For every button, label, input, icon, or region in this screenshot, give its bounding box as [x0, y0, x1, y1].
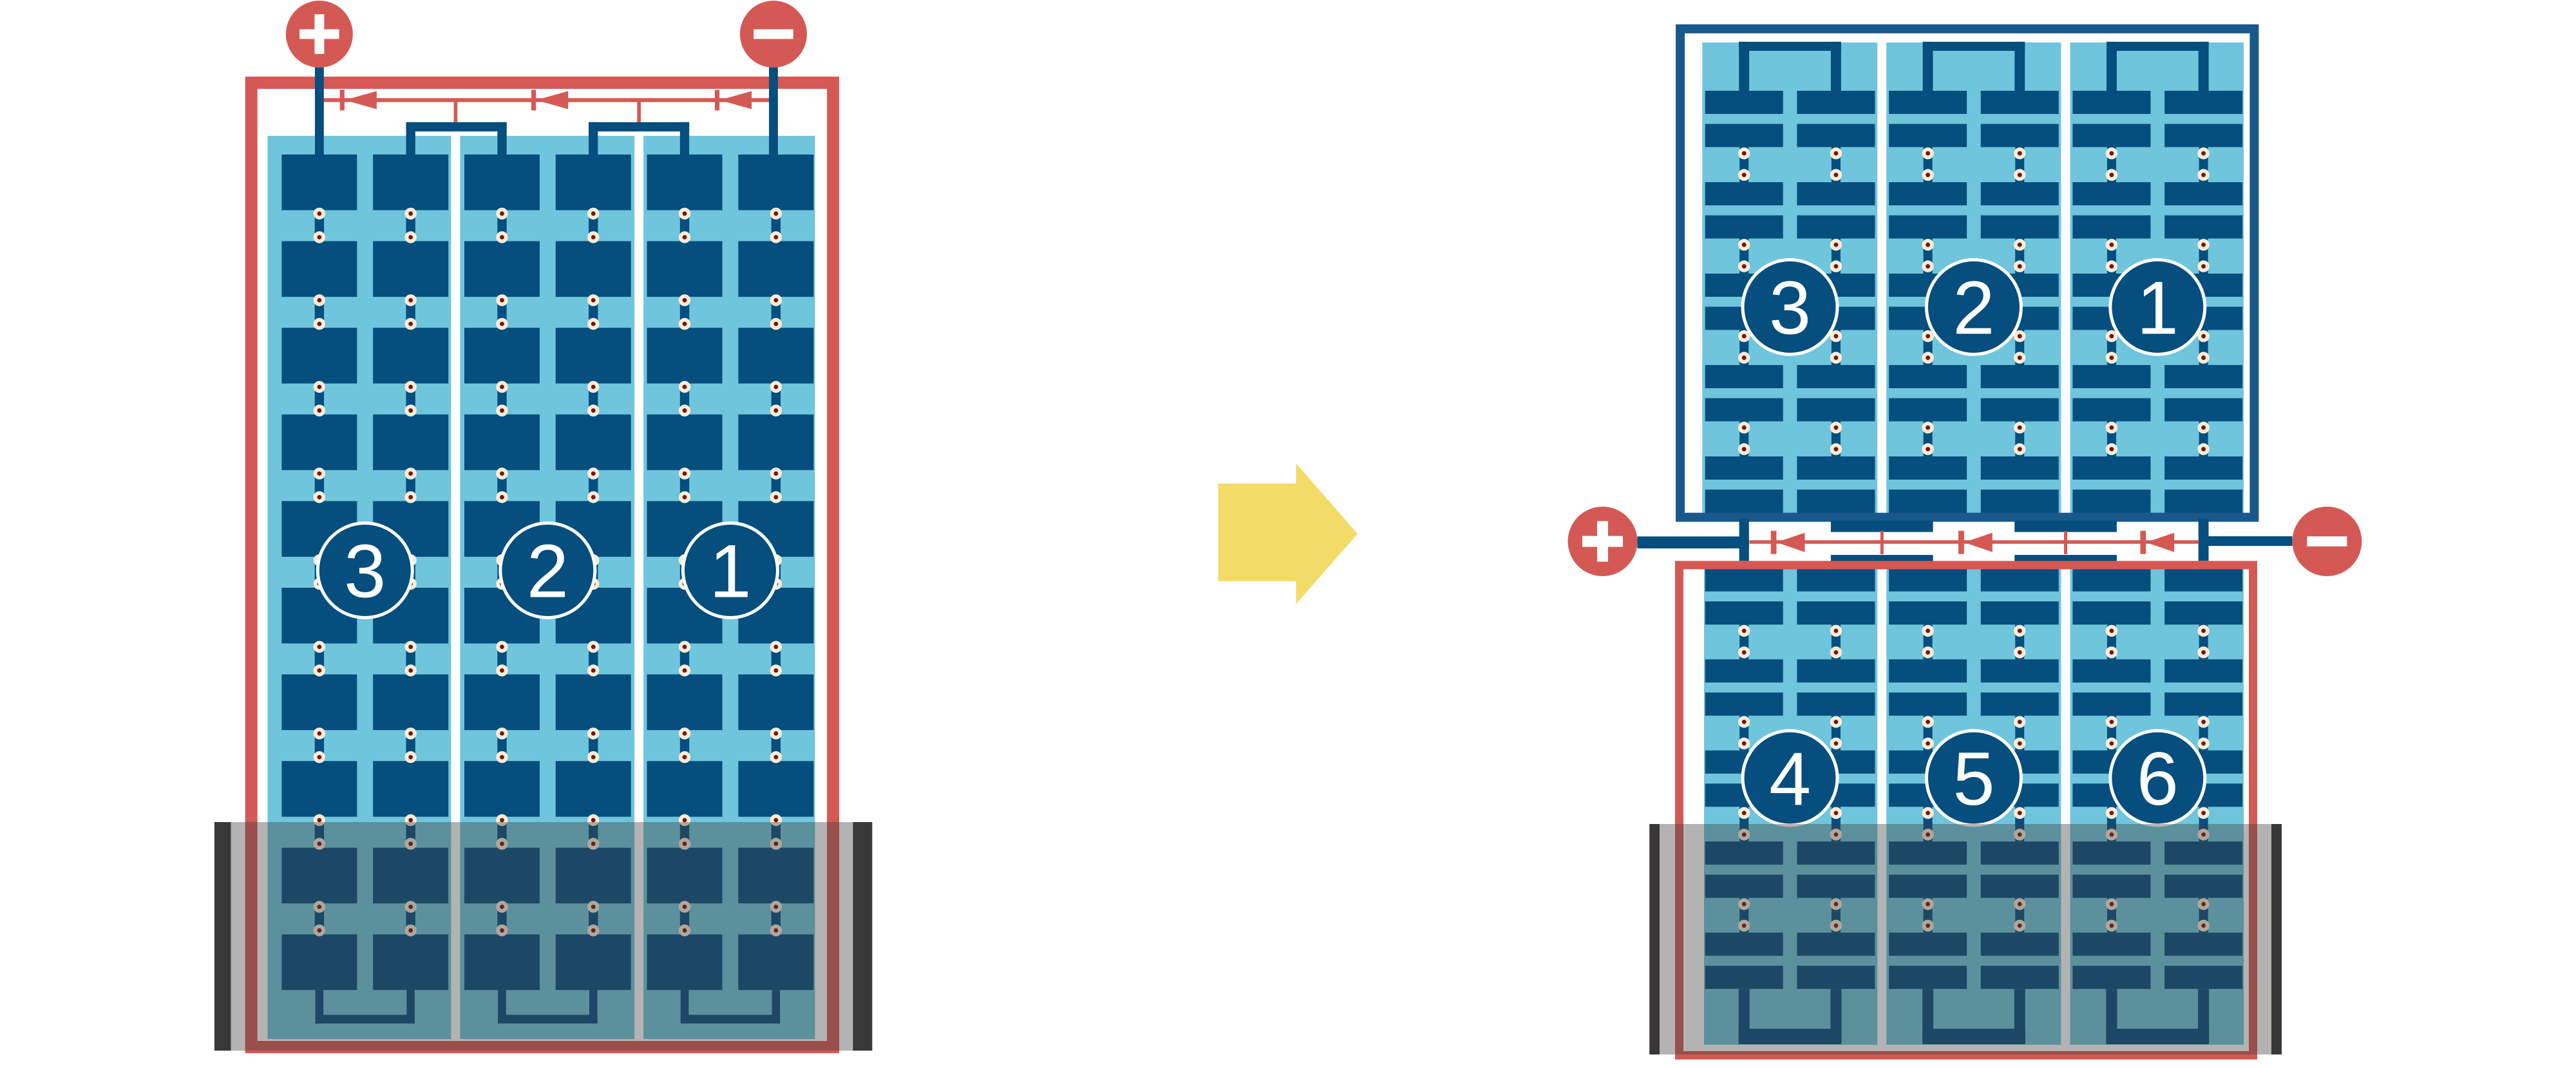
svg-text:6: 6 [2137, 736, 2179, 821]
svg-text:2: 2 [527, 529, 569, 614]
svg-text:3: 3 [344, 529, 386, 614]
svg-text:2: 2 [1953, 266, 1994, 350]
svg-text:1: 1 [709, 529, 751, 614]
svg-text:5: 5 [1953, 736, 1994, 821]
svg-text:1: 1 [2137, 266, 2179, 350]
svg-text:3: 3 [1769, 266, 1811, 350]
svg-text:4: 4 [1769, 736, 1811, 821]
